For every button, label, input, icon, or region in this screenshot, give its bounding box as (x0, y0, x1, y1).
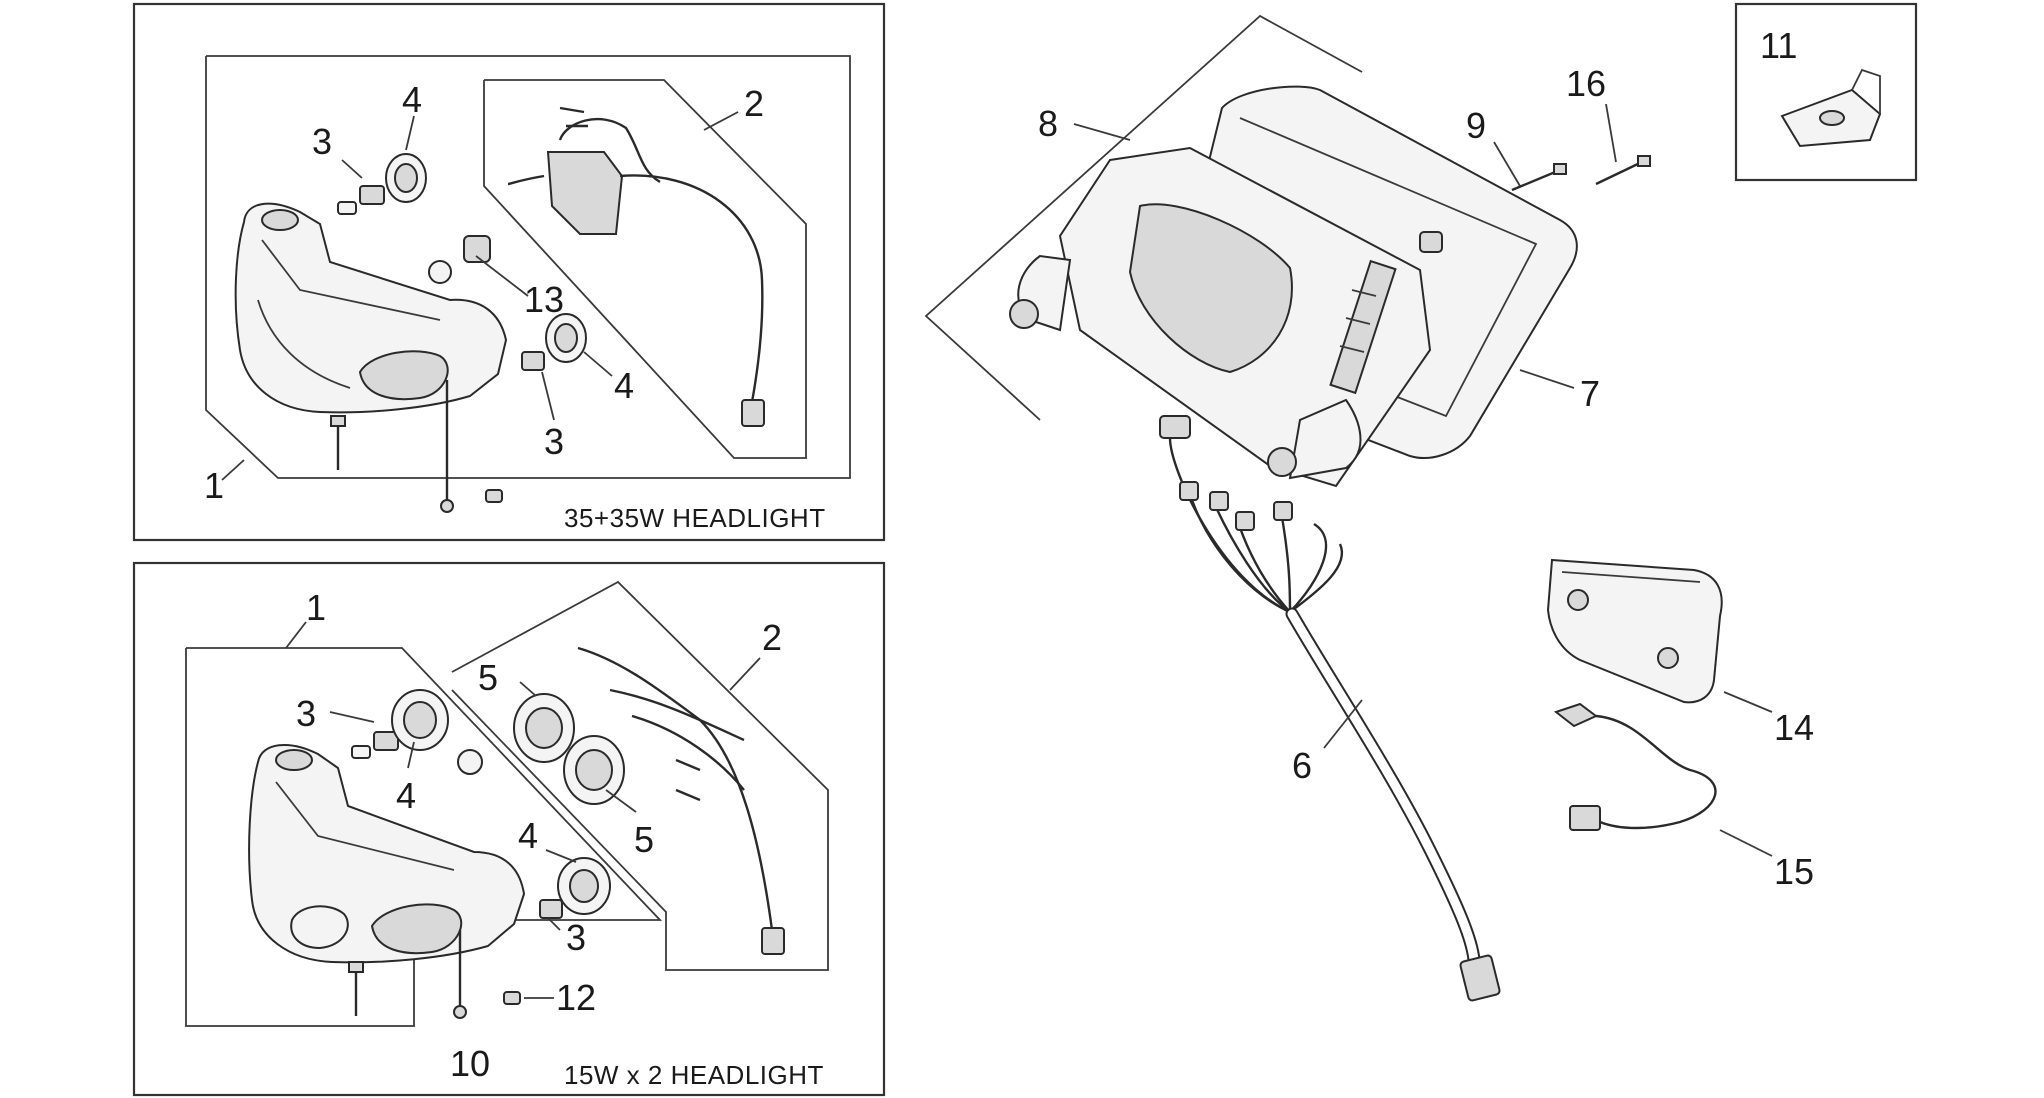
cluster-nut (1419, 231, 1443, 253)
callout-15: 15 (1774, 851, 1814, 892)
inset-clip-11: 11 (1734, 2, 1918, 182)
gauge-recess (1128, 203, 1293, 374)
callout-8: 8 (1038, 103, 1058, 144)
callout-5: 5 (478, 657, 498, 698)
callout-13: 13 (524, 279, 564, 320)
callout-4: 4 (396, 775, 416, 816)
bulb-cap-upper (385, 153, 427, 203)
panel-15w-headlight: 1 2 3 4 5 5 4 3 12 10 15W x 2 HEADLIGHT (132, 561, 886, 1097)
nut-12 (485, 489, 503, 503)
callout-7: 7 (1580, 373, 1600, 414)
bulb-socket-lower (539, 899, 563, 919)
callout-12: 12 (556, 977, 596, 1018)
callout-6: 6 (1292, 745, 1312, 786)
mount-grommet (1009, 299, 1039, 329)
panel-frame (132, 2, 886, 542)
headlight-unit (248, 743, 526, 964)
panel-caption: 35+35W HEADLIGHT (564, 503, 826, 533)
bulb-socket-upper (337, 185, 385, 215)
group-outline-1 (205, 55, 851, 479)
callout-1: 1 (306, 587, 326, 628)
bulb-13 (428, 235, 491, 284)
group-outline-2 (451, 580, 829, 971)
callout-4: 4 (614, 365, 634, 406)
callout-3: 3 (312, 121, 332, 162)
panel-caption: 15W x 2 HEADLIGHT (564, 1060, 824, 1090)
bulb-socket-upper (351, 731, 399, 759)
cluster-connector (1159, 415, 1191, 439)
group-outline-8 (924, 14, 1363, 421)
instrument-cluster-assembly: 8 9 16 7 6 (924, 14, 1651, 1002)
callout-3: 3 (544, 421, 564, 462)
callout-11: 11 (1760, 25, 1797, 66)
bulb-cap-lower (545, 313, 587, 363)
nut-12 (503, 991, 521, 1005)
callout-9: 9 (1466, 105, 1486, 146)
bulb (457, 749, 483, 775)
license-lamp-14 (1546, 558, 1723, 704)
wiring-harness-6 (1168, 437, 1501, 1002)
mount-grommet (1267, 447, 1297, 477)
callout-2: 2 (762, 617, 782, 658)
screw-16 (1595, 155, 1651, 186)
screw (348, 961, 364, 1016)
callout-14: 14 (1774, 707, 1814, 748)
group-outline-2 (483, 79, 807, 459)
callout-4: 4 (518, 815, 538, 856)
bulb-cap-upper (391, 689, 449, 751)
bulb-socket-lower (521, 351, 545, 371)
callout-3: 3 (296, 693, 316, 734)
screw-9 (1511, 163, 1567, 192)
panel-35w-headlight: 1 2 3 4 13 4 3 35+35W HEADLIGHT (132, 2, 886, 542)
bulb-cap-5b (563, 735, 625, 805)
inset-frame (1734, 2, 1918, 182)
callout-3: 3 (566, 917, 586, 958)
callout-1: 1 (204, 465, 224, 506)
speed-clip (1780, 68, 1882, 148)
bulb-cap-5a (513, 693, 575, 763)
indicator-strip (1329, 259, 1397, 395)
callout-2: 2 (744, 83, 764, 124)
headlight-unit (234, 202, 508, 414)
callout-16: 16 (1566, 63, 1606, 104)
wiring-harness-2 (577, 646, 785, 955)
callout-4: 4 (402, 79, 422, 120)
callout-5: 5 (634, 819, 654, 860)
screw-10 (440, 380, 454, 513)
lamp-cable-15 (1553, 702, 1717, 831)
wiring-harness-2 (507, 106, 765, 427)
bulb-cap-lower (557, 857, 611, 915)
screw (330, 415, 346, 470)
callout-10: 10 (450, 1043, 490, 1084)
panel-frame (132, 561, 886, 1097)
screw-10 (453, 930, 467, 1019)
cluster-right-ear (1288, 398, 1362, 480)
